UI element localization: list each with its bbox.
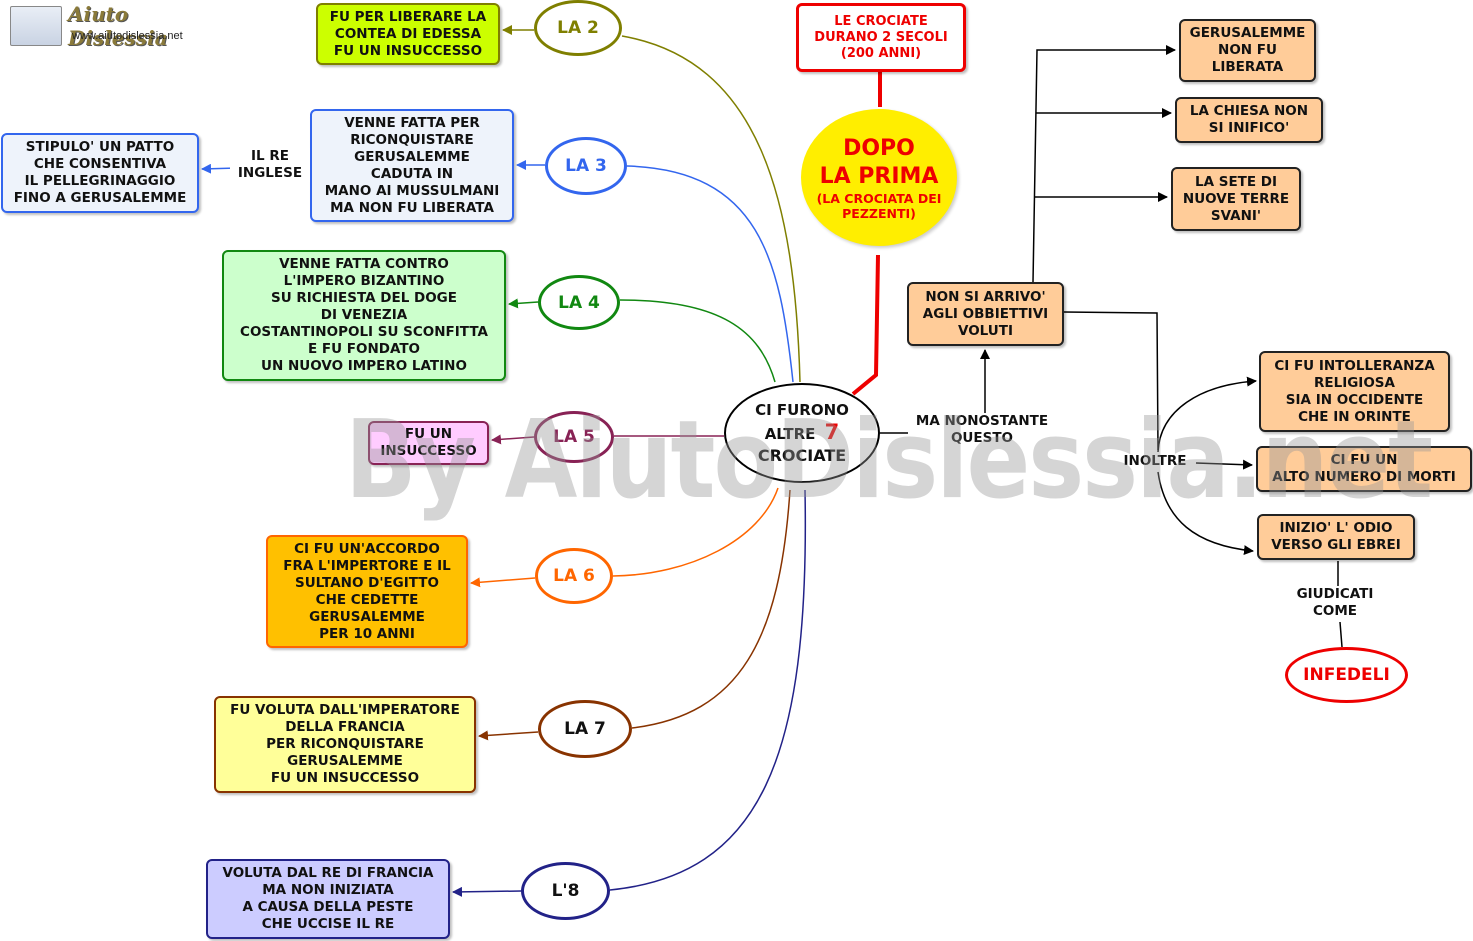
la3-oval: LA 3 xyxy=(545,137,627,195)
la6-arrow xyxy=(470,577,536,588)
inoltre-label: INOLTRE xyxy=(1117,453,1193,470)
la4-box: VENNE FATTA CONTRO L'IMPERO BIZANTINO SU… xyxy=(222,250,506,381)
first-crusade-title: DOPO LA PRIMA xyxy=(819,135,939,189)
la4-oval: LA 4 xyxy=(538,275,620,330)
la6-box: CI FU UN'ACCORDO FRA L'IMPERTORE E IL SU… xyxy=(266,535,468,648)
la7-branch xyxy=(631,489,791,729)
la2-oval: LA 2 xyxy=(534,0,622,56)
objectives-box: NON SI ARRIVO' AGLI OBBIETTIVI VOLUTI xyxy=(907,282,1064,346)
l8-oval: L'8 xyxy=(521,862,610,920)
la4-branch xyxy=(619,299,776,383)
la2-box: FU PER LIBERARE LA CONTEA DI EDESSA FU U… xyxy=(316,3,500,65)
center-number: 7 xyxy=(824,420,840,444)
center-altre: ALTRE xyxy=(764,425,816,443)
la3-king-label: IL RE INGLESE xyxy=(230,148,310,182)
center-line2: ALTRE 7 xyxy=(765,421,840,445)
la3-box: VENNE FATTA PER RICONQUISTARE GERUSALEMM… xyxy=(310,109,514,222)
la7-box: FU VOLUTA DALL'IMPERATORE DELLA FRANCIA … xyxy=(214,696,476,793)
l8-arrow xyxy=(452,886,522,897)
la3-branch xyxy=(626,165,794,383)
result-lands-box: LA SETE DI NUOVE TERRE SVANI' xyxy=(1171,167,1301,231)
la3-pact-box: STIPULO' UN PATTO CHE CONSENTIVA IL PELL… xyxy=(1,133,199,213)
la2-branch xyxy=(621,35,801,383)
la4-arrow xyxy=(508,298,539,309)
inoltre-line xyxy=(1063,311,1159,451)
logo-title: Aiuto Dislessia xyxy=(68,2,168,50)
center-line1: CI FURONO xyxy=(755,401,849,419)
center-node: CI FURONO ALTRE 7 CROCIATE xyxy=(724,383,880,483)
first-crusade-subtitle: (LA CROCIATA DEI PEZZENTI) xyxy=(816,190,942,221)
la5-box: FU UN INSUCCESSO xyxy=(368,421,489,465)
la5-oval: LA 5 xyxy=(534,411,614,463)
result-jerusalem-box: GERUSALEMME NON FU LIBERATA xyxy=(1179,19,1316,82)
infedeli-oval: INFEDELI xyxy=(1285,647,1408,703)
l8-branch xyxy=(609,489,807,891)
duration-note: LE CROCIATE DURANO 2 SECOLI (200 ANNI) xyxy=(796,3,966,72)
logo: Aiuto Dislessia www.aiutodislessia.net xyxy=(8,2,214,50)
center-line3: CROCIATE xyxy=(757,446,847,465)
result-church-box: LA CHIESA NON SI INIFICO' xyxy=(1175,97,1323,143)
first-crusade-circle: DOPO LA PRIMA (LA CROCIATA DEI PEZZENTI) xyxy=(801,109,957,246)
first-crusade-link xyxy=(851,72,882,396)
intolerance-box: CI FU INTOLLERANZA RELIGIOSA SIA IN OCCI… xyxy=(1259,351,1450,432)
hatred-arrow xyxy=(1157,471,1254,556)
book-icon xyxy=(10,6,62,46)
nonetheless-label: MA NONOSTANTE QUESTO xyxy=(908,413,1056,447)
la5-arrow xyxy=(491,434,535,445)
l8-box: VOLUTA DAL RE DI FRANCIA MA NON INIZIATA… xyxy=(206,859,450,939)
la6-branch xyxy=(612,487,779,577)
deaths-arrow xyxy=(1195,459,1253,470)
judged-label: GIUDICATI COME xyxy=(1284,586,1386,620)
la7-oval: LA 7 xyxy=(538,700,632,758)
result-jerusalem-arrow xyxy=(1032,45,1176,283)
logo-url: www.aiutodislessia.net xyxy=(72,30,183,42)
judged-line xyxy=(1337,561,1343,648)
intolerance-arrow xyxy=(1157,376,1257,453)
deaths-box: CI FU UN ALTO NUMERO DI MORTI xyxy=(1256,446,1472,492)
la6-oval: LA 6 xyxy=(535,548,613,604)
hatred-box: INIZIO' L' ODIO VERSO GLI EBREI xyxy=(1257,514,1415,560)
la7-arrow xyxy=(478,730,539,741)
